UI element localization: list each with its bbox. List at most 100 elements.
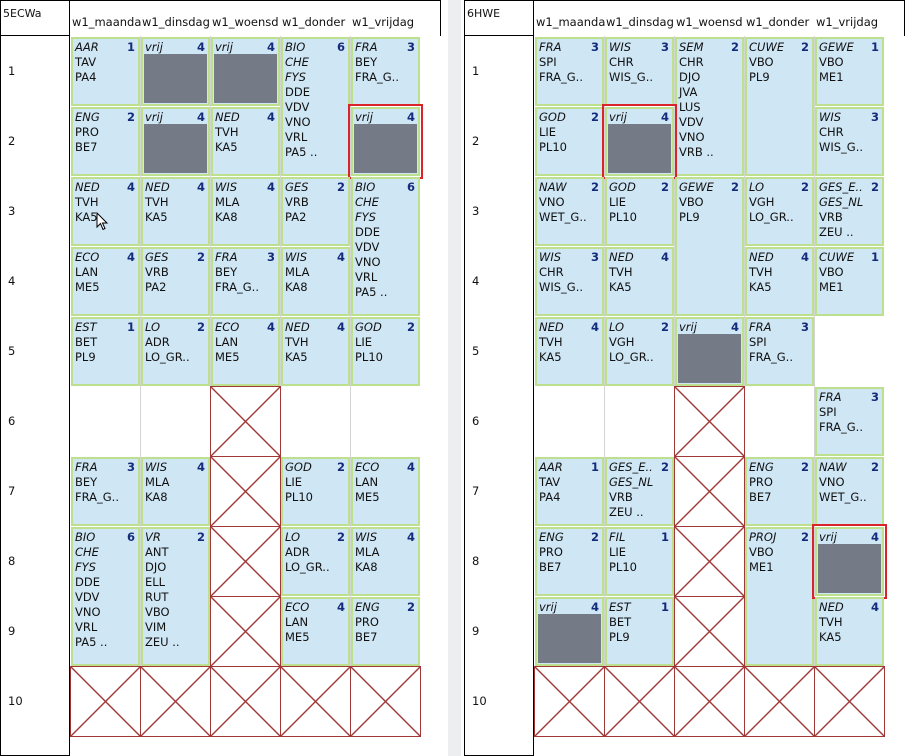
hour-header-6[interactable]: 6 — [472, 414, 480, 428]
day-header-2[interactable]: w1_dinsdag — [606, 15, 674, 29]
hour-header-6[interactable]: 6 — [8, 414, 16, 428]
hour-header-10[interactable]: 10 — [8, 694, 23, 708]
hour-header-4[interactable]: 4 — [472, 274, 480, 288]
hour-header-7[interactable]: 7 — [472, 484, 480, 498]
day-header-3[interactable]: w1_woensd — [212, 15, 279, 29]
hour-header-3[interactable]: 3 — [8, 204, 16, 218]
day-header-3[interactable]: w1_woensd — [676, 15, 743, 29]
hour-header-3[interactable]: 3 — [472, 204, 480, 218]
hour-header-4[interactable]: 4 — [8, 274, 16, 288]
hour-header-2[interactable]: 2 — [8, 134, 16, 148]
day-header-2[interactable]: w1_dinsdag — [142, 15, 210, 29]
hour-header-8[interactable]: 8 — [472, 554, 480, 568]
day-header-4[interactable]: w1_donder — [746, 15, 810, 29]
hour-header-8[interactable]: 8 — [8, 554, 16, 568]
hour-header-7[interactable]: 7 — [8, 484, 16, 498]
hour-header-9[interactable]: 9 — [8, 624, 16, 638]
hour-header-2[interactable]: 2 — [472, 134, 480, 148]
cell-line: DJO — [679, 70, 701, 84]
day-header-5[interactable]: w1_vrijdag — [816, 15, 879, 29]
panel-splitter[interactable] — [448, 0, 461, 756]
class-name-header[interactable]: 5ECWa — [0, 0, 70, 36]
hour-header-1[interactable]: 1 — [472, 64, 480, 78]
day-header-1[interactable]: w1_maanda — [536, 15, 606, 29]
day-header-1[interactable]: w1_maanda — [72, 15, 142, 29]
day-header-5[interactable]: w1_vrijdag — [352, 15, 415, 29]
hour-header-1[interactable]: 1 — [8, 64, 16, 78]
hour-header-5[interactable]: 5 — [8, 344, 16, 358]
class-name-header[interactable]: 6HWE — [464, 0, 534, 36]
hour-header-9[interactable]: 9 — [472, 624, 480, 638]
hour-header-10[interactable]: 10 — [472, 694, 487, 708]
day-header-4[interactable]: w1_donder — [282, 15, 346, 29]
hour-header-5[interactable]: 5 — [472, 344, 480, 358]
